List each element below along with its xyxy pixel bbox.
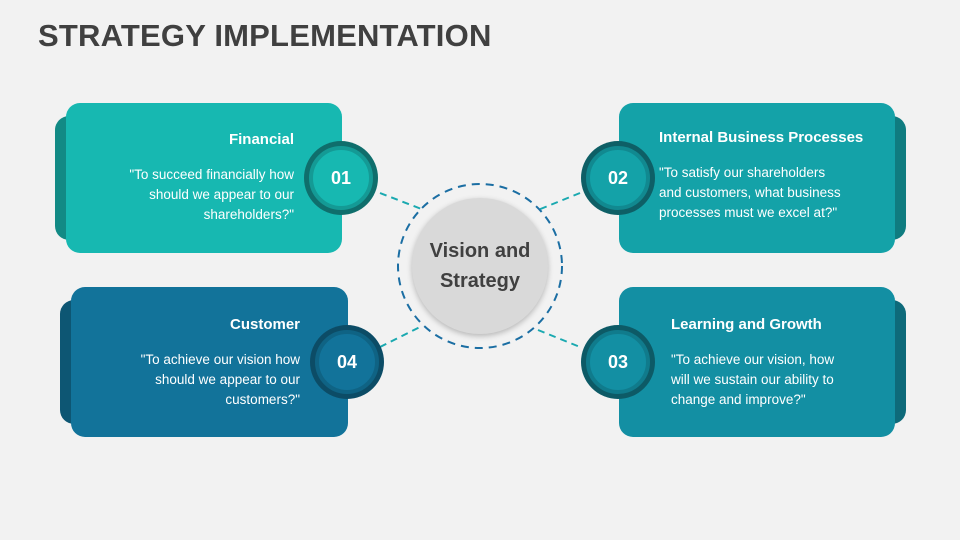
- connector-03: [537, 329, 581, 348]
- center-vision-and-strategy: Vision and Strategy: [412, 198, 548, 334]
- connector-04: [379, 326, 421, 348]
- card-heading: Financial: [228, 131, 294, 148]
- connector-02: [537, 192, 581, 211]
- card-heading: Customer: [229, 316, 300, 333]
- number-badge-02: 02: [581, 141, 655, 215]
- connector-01: [379, 192, 425, 211]
- card-internal-business-processes: Internal Business Processes "To satisfy …: [619, 103, 895, 253]
- number-badge-04: 04: [310, 325, 384, 399]
- card-heading: Learning and Growth: [671, 316, 822, 333]
- dashed-orbit: [397, 183, 563, 349]
- card-description: "To achieve our vision how should we app…: [140, 352, 300, 407]
- number-badge-03: 03: [581, 325, 655, 399]
- card-heading: Internal Business Processes: [659, 129, 864, 146]
- card-description: "To satisfy our shareholders and custome…: [659, 165, 841, 220]
- card-financial: Financial "To succeed financially how sh…: [66, 103, 342, 253]
- card-description: "To achieve our vision, how will we sust…: [671, 352, 835, 407]
- page-title: STRATEGY IMPLEMENTATION: [38, 18, 492, 53]
- card-customer: Customer "To achieve our vision how shou…: [71, 287, 348, 437]
- card-learning-and-growth: Learning and Growth "To achieve our visi…: [619, 287, 895, 437]
- card-description: "To succeed financially how should we ap…: [129, 167, 294, 222]
- number-badge-01: 01: [304, 141, 378, 215]
